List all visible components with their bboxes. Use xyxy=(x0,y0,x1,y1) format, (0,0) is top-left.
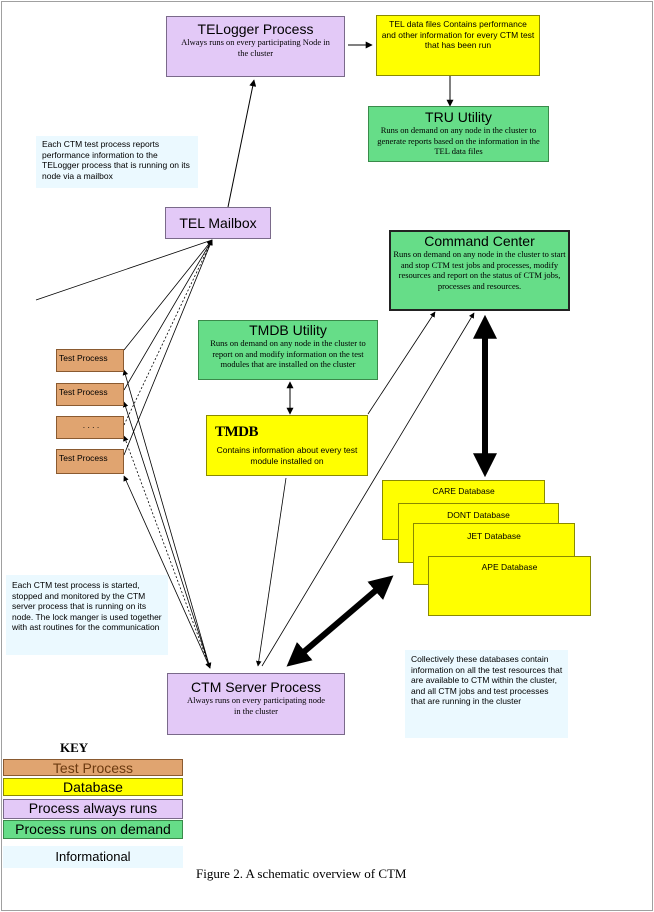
tel-mailbox-box: TEL Mailbox xyxy=(165,207,271,239)
tmdb-utility-box: TMDB Utility Runs on demand on any node … xyxy=(198,320,378,380)
test-process-2: Test Process xyxy=(56,383,124,406)
ctm-server-title: CTM Server Process xyxy=(191,679,321,695)
arrow-tp0-to-mailbox xyxy=(35,239,213,301)
test-process-ellipsis: . . . . xyxy=(56,416,124,439)
tru-utility-box: TRU Utility Runs on demand on any node i… xyxy=(368,106,549,162)
info-server-text: Each CTM test process is started, stoppe… xyxy=(12,580,162,632)
telogger-subtitle: Always runs on every participating Node … xyxy=(181,37,330,58)
info-performance-text: Each CTM test process reports performanc… xyxy=(42,139,190,181)
tmdb-subtitle: Contains information about every test mo… xyxy=(216,445,358,466)
command-center-title: Command Center xyxy=(424,233,535,249)
info-server-note: Each CTM test process is started, stoppe… xyxy=(6,575,168,655)
tmdb-utility-title: TMDB Utility xyxy=(249,322,327,338)
arrow-tmdb-to-cmdcenter xyxy=(367,311,436,415)
info-databases-note: Collectively these databases contain inf… xyxy=(405,650,568,738)
key-process-always-runs: Process always runs xyxy=(3,799,183,819)
ctm-server-subtitle: Always runs on every participating node … xyxy=(186,695,326,716)
key-informational: Informational xyxy=(3,846,183,868)
bold-arrow-server-db xyxy=(286,575,394,667)
tmdb-box: TMDB Contains information about every te… xyxy=(206,415,368,476)
ctm-server-process-box: CTM Server Process Always runs on every … xyxy=(167,673,345,735)
arrow-tmdb-to-server xyxy=(255,477,287,667)
command-center-box: Command Center Runs on demand on any nod… xyxy=(389,230,570,311)
arrow-tp1-to-mailbox xyxy=(123,239,213,351)
key-title: KEY xyxy=(60,740,89,755)
jet-database-label: JET Database xyxy=(467,531,521,541)
ape-database-label: APE Database xyxy=(481,562,538,572)
tru-title: TRU Utility xyxy=(425,109,492,125)
ape-database: APE Database xyxy=(428,556,591,616)
command-center-subtitle: Runs on demand on any node in the cluste… xyxy=(393,249,566,291)
arrow-mailbox-to-telogger xyxy=(227,79,257,208)
key-process-runs-on-demand: Process runs on demand xyxy=(3,820,183,839)
care-database-label: CARE Database xyxy=(432,486,495,496)
tel-mailbox-title: TEL Mailbox xyxy=(179,215,257,231)
arrow-server-to-tp4 xyxy=(123,475,211,669)
info-performance-note: Each CTM test process reports performanc… xyxy=(36,136,198,188)
tel-data-files-text: TEL data files Contains performance and … xyxy=(381,19,535,50)
tru-subtitle: Runs on demand on any node in the cluste… xyxy=(377,125,540,156)
dont-database-label: DONT Database xyxy=(447,510,510,520)
tmdb-utility-subtitle: Runs on demand on any node in the cluste… xyxy=(210,338,366,369)
telogger-title: TELogger Process xyxy=(197,21,314,37)
tmdb-title: TMDB xyxy=(215,424,259,440)
figure-caption: Figure 2. A schematic overview of CTM xyxy=(196,866,407,881)
key-database: Database xyxy=(3,778,183,796)
tel-data-files-box: TEL data files Contains performance and … xyxy=(376,15,540,76)
telogger-process-box: TELogger Process Always runs on every pa… xyxy=(166,16,345,77)
test-process-1: Test Process xyxy=(56,349,124,372)
key-test-process: Test Process xyxy=(3,759,183,776)
arrow-tp2-to-mailbox xyxy=(123,239,213,391)
test-process-4: Test Process xyxy=(56,449,124,474)
info-databases-text: Collectively these databases contain inf… xyxy=(411,654,563,706)
